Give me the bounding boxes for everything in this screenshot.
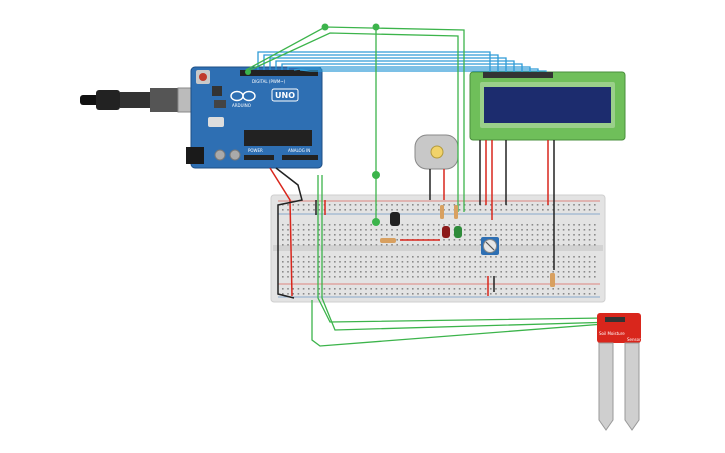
arduino-logo [230,90,256,102]
dc-motor-icon[interactable] [414,134,459,200]
reset-button-cap[interactable] [199,73,207,81]
wire-junctions [245,23,380,226]
potentiometer-icon[interactable] [481,237,499,255]
wires [245,26,631,347]
board-brand: UNO [275,91,295,100]
dc-power-jack[interactable] [186,147,204,164]
lcd-16x2-display[interactable] [469,71,626,141]
board-maker: ARDUINO [232,103,251,108]
resistor-icon[interactable] [380,205,555,287]
digital-header [240,70,318,76]
usb-cable-icon[interactable] [80,87,197,113]
transistor-icon[interactable] [390,212,400,226]
microcontroller-chip [244,130,312,146]
sensor-label-line2: Sensor [627,337,641,342]
lcd-screen [484,87,611,123]
analog-header [282,155,318,160]
arduino-uno-board[interactable]: DIGITAL (PWM~) UNO ARDUINO POWER ANALOG … [186,66,323,169]
power-header [244,155,274,160]
analog-label: ANALOG IN [288,148,310,153]
breadboard[interactable] [270,194,606,303]
sensor-label-line1: Soil Moisture [599,331,625,336]
led-icon[interactable] [442,226,462,238]
soil-moisture-sensor[interactable]: Soil Moisture Sensor [597,313,641,431]
power-label: POWER [248,148,263,153]
digital-label: DIGITAL (PWM~) [252,79,286,84]
lcd-header [483,72,553,78]
